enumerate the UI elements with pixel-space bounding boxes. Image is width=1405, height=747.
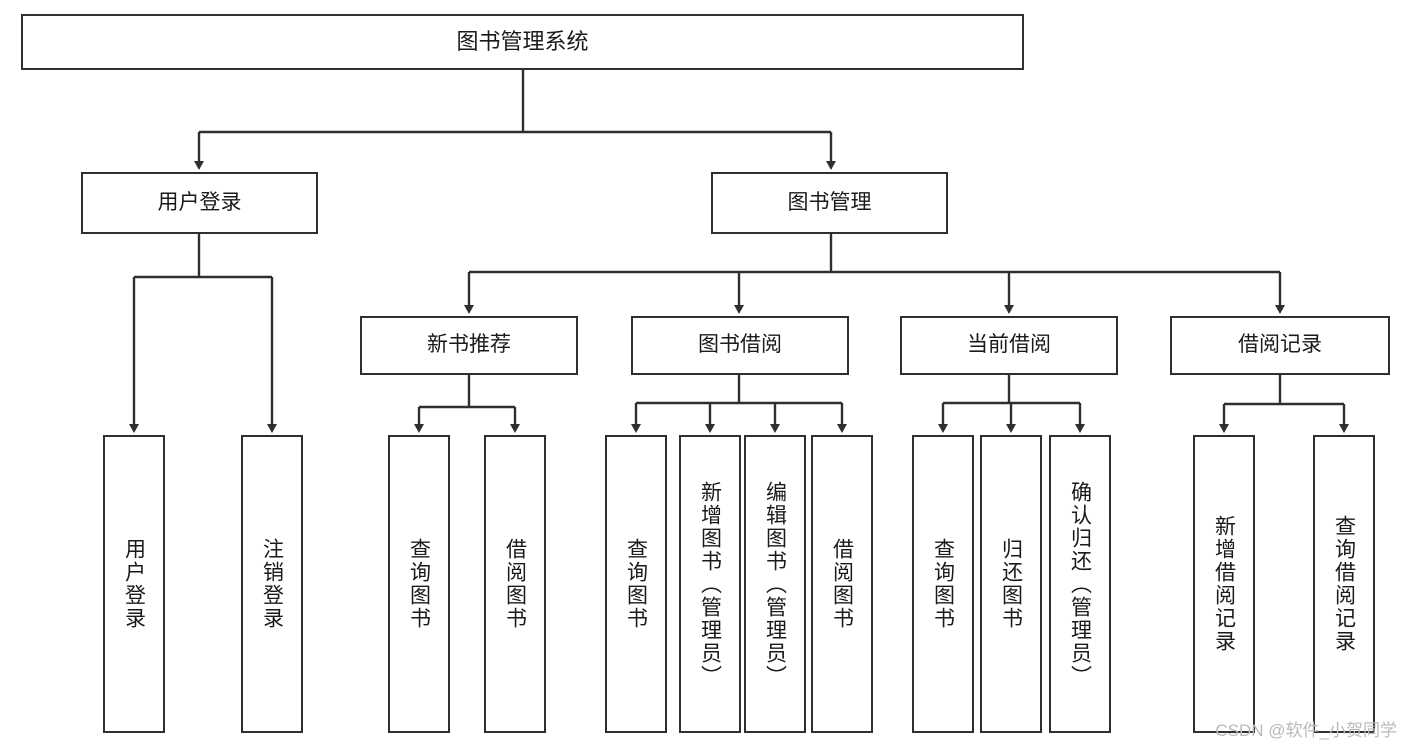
node-label: 新书推荐 [427, 333, 511, 357]
node-leaf-query-book-recommend[interactable]: 查询图书 [388, 435, 450, 733]
node-label: 查询图书 [624, 538, 648, 630]
node-user-login[interactable]: 用户登录 [81, 172, 318, 234]
node-leaf-borrow-book-recommend[interactable]: 借阅图书 [484, 435, 546, 733]
node-book-borrow[interactable]: 图书借阅 [631, 316, 849, 375]
node-label: 图书借阅 [698, 333, 782, 357]
node-label: 新增借阅记录 [1212, 515, 1236, 653]
node-book-management[interactable]: 图书管理 [711, 172, 948, 234]
node-label: 查询图书 [407, 538, 431, 630]
node-label: 编辑图书（管理员） [763, 480, 787, 688]
node-label: 借阅图书 [503, 538, 527, 630]
node-label: 查询借阅记录 [1332, 515, 1356, 653]
node-leaf-query-borrow-record[interactable]: 查询借阅记录 [1313, 435, 1375, 733]
node-label: 用户登录 [122, 538, 146, 630]
node-leaf-add-book-admin[interactable]: 新增图书（管理员） [679, 435, 741, 733]
node-label: 新增图书（管理员） [698, 480, 722, 688]
node-borrow-record[interactable]: 借阅记录 [1170, 316, 1390, 375]
node-label: 用户登录 [157, 190, 242, 214]
node-label: 查询图书 [931, 538, 955, 630]
node-leaf-query-book-borrow[interactable]: 查询图书 [605, 435, 667, 733]
node-leaf-return-book[interactable]: 归还图书 [980, 435, 1042, 733]
node-label: 图书管理系统 [456, 29, 589, 55]
node-root-book-management-system[interactable]: 图书管理系统 [21, 14, 1024, 70]
node-leaf-add-borrow-record[interactable]: 新增借阅记录 [1193, 435, 1255, 733]
node-label: 归还图书 [999, 538, 1023, 630]
node-leaf-confirm-return-admin[interactable]: 确认归还（管理员） [1049, 435, 1111, 733]
node-label: 确认归还（管理员） [1068, 480, 1092, 688]
node-label: 注销登录 [260, 538, 284, 630]
node-label: 当前借阅 [967, 333, 1051, 357]
node-label: 图书管理 [787, 190, 872, 214]
node-leaf-query-book-current[interactable]: 查询图书 [912, 435, 974, 733]
watermark-text: CSDN @软件_小贺同学 [1215, 721, 1397, 740]
node-label: 借阅图书 [830, 538, 854, 630]
node-label: 借阅记录 [1238, 333, 1322, 357]
node-leaf-borrow-book[interactable]: 借阅图书 [811, 435, 873, 733]
node-leaf-edit-book-admin[interactable]: 编辑图书（管理员） [744, 435, 806, 733]
node-current-borrow[interactable]: 当前借阅 [900, 316, 1118, 375]
node-leaf-logout[interactable]: 注销登录 [241, 435, 303, 733]
node-leaf-user-login[interactable]: 用户登录 [103, 435, 165, 733]
node-new-book-recommend[interactable]: 新书推荐 [360, 316, 578, 375]
